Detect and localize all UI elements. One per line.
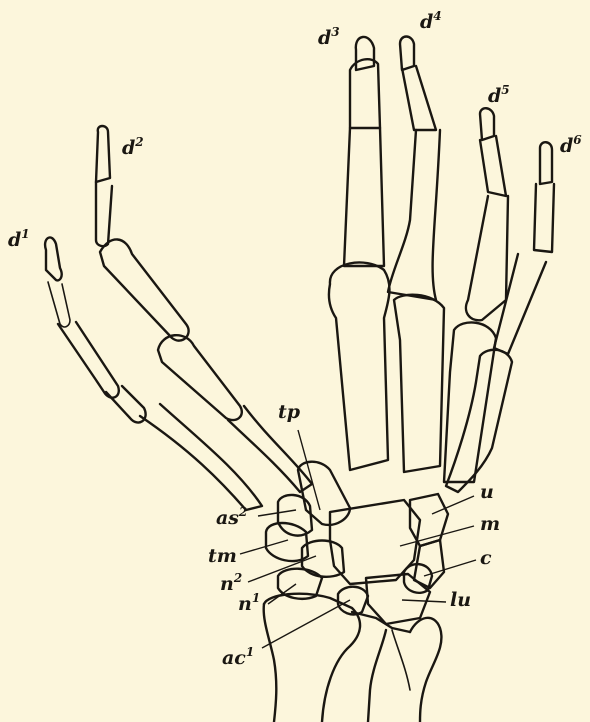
label-ac1: ac1 [222,645,254,669]
carpal-bones [266,462,448,624]
label-tm: tm [208,545,237,567]
label-d2: d2 [122,135,144,159]
label-n1: n1 [238,591,260,615]
forearm-bones [264,594,442,722]
label-as2: as2 [216,505,247,529]
label-d6: d6 [560,133,582,157]
label-u: u [480,481,494,503]
label-c: c [480,547,492,569]
leader-c [424,560,476,576]
digit-1-bones [45,237,262,510]
label-n2: n2 [220,571,242,595]
digit-4-bones [388,37,444,473]
label-m: m [480,513,500,535]
digit-3-bones [329,37,390,470]
label-d4: d4 [420,9,442,33]
leader-u [432,496,474,514]
digit-2-bones [96,126,312,492]
label-lu: lu [450,589,471,611]
leader-tm [240,540,288,554]
label-d5: d5 [488,83,510,107]
leader-ac1 [262,600,350,648]
digit-5-bones [444,108,508,482]
label-d3: d3 [318,25,340,49]
label-d1: d1 [8,227,30,251]
leader-lu [402,600,446,602]
label-tp: tp [278,401,301,423]
